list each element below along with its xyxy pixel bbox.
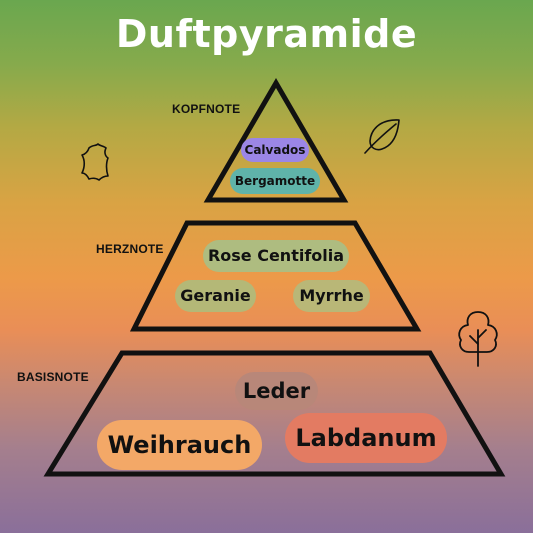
top-tier-outline — [203, 78, 349, 203]
leather-hide-icon — [81, 143, 109, 181]
note-pill-myrrhe: Myrrhe — [293, 280, 370, 312]
note-pill-bergamotte: Bergamotte — [230, 168, 320, 194]
note-pill-geranie: Geranie — [175, 280, 256, 312]
note-pill-leder: Leder — [235, 372, 318, 410]
tier-label-kopfnote: KOPFNOTE — [172, 102, 241, 116]
leaf-icon — [364, 119, 400, 154]
tier-label-basisnote: BASISNOTE — [17, 370, 89, 384]
note-pill-labdanum: Labdanum — [285, 413, 447, 463]
diagram-title: Duftpyramide — [115, 12, 418, 56]
middle-tier-outline — [129, 220, 422, 332]
note-pill-calvados: Calvados — [241, 138, 309, 162]
tree-icon — [458, 311, 498, 367]
note-pill-weihrauch: Weihrauch — [97, 420, 262, 470]
tier-label-herznote: HERZNOTE — [96, 242, 164, 256]
base-tier-outline — [43, 350, 506, 477]
note-pill-rose-centifolia: Rose Centifolia — [203, 240, 349, 272]
